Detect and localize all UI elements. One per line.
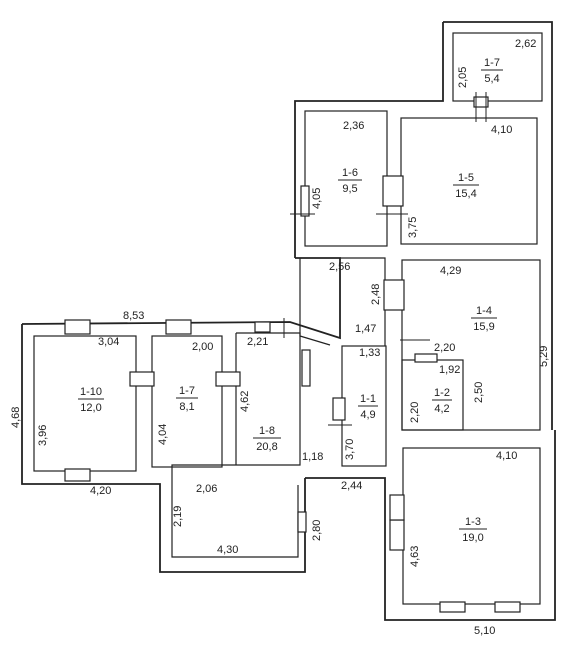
svg-text:2,06: 2,06	[196, 483, 217, 495]
room-1-5: 1-5 15,4	[453, 172, 479, 200]
room-1-6: 1-6 9,5	[338, 167, 362, 195]
svg-text:2,00: 2,00	[192, 341, 213, 353]
room-1-10: 1-10 12,0	[78, 386, 104, 414]
dimension-labels: 2,62 2,05 4,10 2,36 4,05 3,75 2,56 2,48 …	[10, 38, 550, 637]
room-1-7: 1-7 5,4	[481, 57, 503, 85]
room-1-3: 1-3 19,0	[459, 516, 487, 544]
exterior-walls	[21, 21, 556, 621]
svg-text:4,68: 4,68	[10, 407, 22, 428]
svg-text:2,36: 2,36	[343, 120, 364, 132]
svg-text:1-4: 1-4	[476, 305, 492, 317]
svg-text:2,50: 2,50	[473, 382, 485, 403]
svg-text:1-7: 1-7	[179, 385, 195, 397]
svg-text:4,62: 4,62	[239, 391, 251, 412]
svg-text:1-1: 1-1	[360, 393, 376, 405]
svg-text:3,96: 3,96	[37, 425, 49, 446]
svg-text:2,05: 2,05	[457, 67, 469, 88]
svg-text:9,5: 9,5	[342, 183, 357, 195]
svg-text:4,10: 4,10	[491, 124, 512, 136]
svg-text:2,80: 2,80	[311, 520, 323, 541]
svg-text:2,56: 2,56	[329, 261, 350, 273]
svg-text:8,1: 8,1	[179, 401, 194, 413]
svg-text:3,70: 3,70	[344, 439, 356, 460]
svg-text:2,20: 2,20	[434, 342, 455, 354]
svg-text:4,04: 4,04	[157, 424, 169, 445]
svg-text:4,2: 4,2	[434, 403, 449, 415]
svg-text:5,4: 5,4	[484, 73, 499, 85]
svg-text:20,8: 20,8	[256, 441, 277, 453]
svg-text:12,0: 12,0	[80, 402, 101, 414]
svg-text:3,04: 3,04	[98, 336, 119, 348]
svg-text:4,29: 4,29	[440, 265, 461, 277]
svg-text:1,92: 1,92	[439, 364, 460, 376]
svg-text:2,19: 2,19	[172, 506, 184, 527]
svg-text:1-2: 1-2	[434, 387, 450, 399]
room-1-4: 1-4 15,9	[471, 305, 497, 333]
svg-text:4,05: 4,05	[311, 188, 323, 209]
svg-text:1,47: 1,47	[355, 323, 376, 335]
room-labels: 1-7 5,4 1-6 9,5 1-5 15,4 1-4 15,9 1-2 4,…	[78, 57, 503, 544]
svg-text:1-3: 1-3	[465, 516, 481, 528]
svg-text:4,20: 4,20	[90, 485, 111, 497]
svg-text:4,10: 4,10	[496, 450, 517, 462]
svg-text:5,29: 5,29	[538, 346, 550, 367]
svg-text:3,75: 3,75	[407, 217, 419, 238]
svg-text:19,0: 19,0	[462, 532, 483, 544]
room-1-2: 1-2 4,2	[432, 387, 452, 415]
svg-text:2,62: 2,62	[515, 38, 536, 50]
svg-text:1-8: 1-8	[259, 425, 275, 437]
room-1-9: 1-7 8,1	[176, 385, 198, 413]
svg-text:5,10: 5,10	[474, 625, 495, 637]
room-1-1: 1-1 4,9	[358, 393, 378, 421]
svg-text:2,21: 2,21	[247, 336, 268, 348]
svg-text:2,44: 2,44	[341, 480, 362, 492]
svg-text:8,53: 8,53	[123, 310, 144, 322]
svg-text:1-7: 1-7	[484, 57, 500, 69]
svg-text:1-10: 1-10	[80, 386, 102, 398]
svg-text:15,4: 15,4	[455, 188, 476, 200]
svg-text:15,9: 15,9	[473, 321, 494, 333]
svg-text:4,30: 4,30	[217, 544, 238, 556]
svg-text:1,33: 1,33	[359, 347, 380, 359]
svg-text:1,18: 1,18	[302, 451, 323, 463]
room-1-8: 1-8 20,8	[253, 425, 281, 453]
svg-text:4,9: 4,9	[360, 409, 375, 421]
svg-text:2,20: 2,20	[409, 402, 421, 423]
svg-text:4,63: 4,63	[409, 546, 421, 567]
svg-text:1-6: 1-6	[342, 167, 358, 179]
svg-text:2,48: 2,48	[370, 284, 382, 305]
openings	[64, 92, 521, 613]
svg-text:1-5: 1-5	[458, 172, 474, 184]
